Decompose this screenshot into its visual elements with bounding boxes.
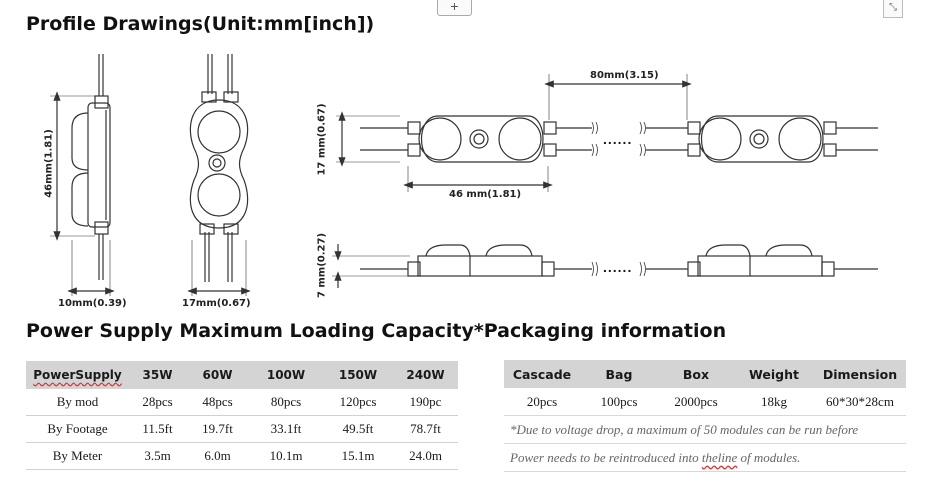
table-cell: By Footage xyxy=(26,415,129,443)
power-supply-title: Power Supply Maximum Loading Capacity*Pa… xyxy=(26,320,727,342)
reintroduce-note: Power needs to be reintroduced into thel… xyxy=(504,443,906,472)
table-cell: 78.7ft xyxy=(393,415,458,443)
table-cell: 60*30*28cm xyxy=(814,388,906,416)
side-view-drawing xyxy=(71,54,111,280)
header-cell: Dimension xyxy=(814,360,906,388)
header-cell: 100W xyxy=(249,361,323,389)
header-cell: Box xyxy=(658,360,734,388)
header-cell: PowerSupply xyxy=(26,361,129,389)
table-cell: 100pcs xyxy=(580,388,658,416)
table-cell: 33.1ft xyxy=(249,415,323,443)
side-chain-drawing xyxy=(360,244,878,277)
header-cell: Bag xyxy=(580,360,658,388)
table-cell: 20pcs xyxy=(504,388,580,416)
table-cell: 28pcs xyxy=(129,389,186,416)
table-cell: By Meter xyxy=(26,442,129,470)
table-cell: 10.1m xyxy=(249,442,323,470)
front-view-drawing xyxy=(189,54,249,282)
front-width-label: 17mm(0.67) xyxy=(182,298,251,309)
packaging-table: Cascade Bag Box Weight Dimension 20pcs 1… xyxy=(504,360,906,472)
table-header-row: PowerSupply 35W 60W 100W 150W 240W xyxy=(26,361,458,389)
table-cell: 190pc xyxy=(393,389,458,416)
table-header-row: Cascade Bag Box Weight Dimension xyxy=(504,360,906,388)
header-cell: 60W xyxy=(186,361,249,389)
table-cell: By mod xyxy=(26,389,129,416)
module-length-label: 46 mm(1.81) xyxy=(449,189,522,200)
table-row: By Meter 3.5m 6.0m 10.1m 15.1m 24.0m xyxy=(26,442,458,470)
table-cell: 120pcs xyxy=(323,389,393,416)
table-row: By mod 28pcs 48pcs 80pcs 120pcs 190pc xyxy=(26,389,458,416)
table-cell: 11.5ft xyxy=(129,415,186,443)
table-cell: 48pcs xyxy=(186,389,249,416)
header-cell: 35W xyxy=(129,361,186,389)
table-cell: 6.0m xyxy=(186,442,249,470)
module-width-label: 17 mm(0.67) xyxy=(316,103,328,176)
table-cell: 80pcs xyxy=(249,389,323,416)
table-row: 20pcs 100pcs 2000pcs 18kg 60*30*28cm xyxy=(504,388,906,416)
table-cell: 49.5ft xyxy=(323,415,393,443)
spacing-label: 80mm(3.15) xyxy=(590,70,659,81)
header-cell: 240W xyxy=(393,361,458,389)
power-supply-table: PowerSupply 35W 60W 100W 150W 240W By mo… xyxy=(26,361,458,470)
top-view-drawing xyxy=(360,115,878,163)
profile-drawings xyxy=(50,54,878,296)
table-row: Power needs to be reintroduced into thel… xyxy=(504,443,906,472)
chain-ellipsis-bottom: ...... xyxy=(603,259,633,275)
add-button[interactable]: + xyxy=(437,0,472,16)
voltage-note: *Due to voltage drop, a maximum of 50 mo… xyxy=(504,415,906,444)
profile-drawings-title: Profile Drawings(Unit:mm[inch]) xyxy=(26,13,375,35)
side-height-label: 46mm(1.81) xyxy=(43,129,55,198)
table-cell: 2000pcs xyxy=(658,388,734,416)
module-height-label: 7 mm(0.27) xyxy=(316,232,328,299)
side-depth-label: 10mm(0.39) xyxy=(58,298,127,309)
table-cell: 15.1m xyxy=(323,442,393,470)
header-cell: Cascade xyxy=(504,360,580,388)
header-cell: Weight xyxy=(734,360,814,388)
table-row: By Footage 11.5ft 19.7ft 33.1ft 49.5ft 7… xyxy=(26,415,458,443)
expand-icon[interactable]: ⤡ xyxy=(883,0,903,18)
table-cell: 18kg xyxy=(734,388,814,416)
table-cell: 3.5m xyxy=(129,442,186,470)
chain-ellipsis-top: ...... xyxy=(603,131,633,147)
header-cell: 150W xyxy=(323,361,393,389)
table-cell: 24.0m xyxy=(393,442,458,470)
table-row: *Due to voltage drop, a maximum of 50 mo… xyxy=(504,415,906,444)
table-cell: 19.7ft xyxy=(186,415,249,443)
